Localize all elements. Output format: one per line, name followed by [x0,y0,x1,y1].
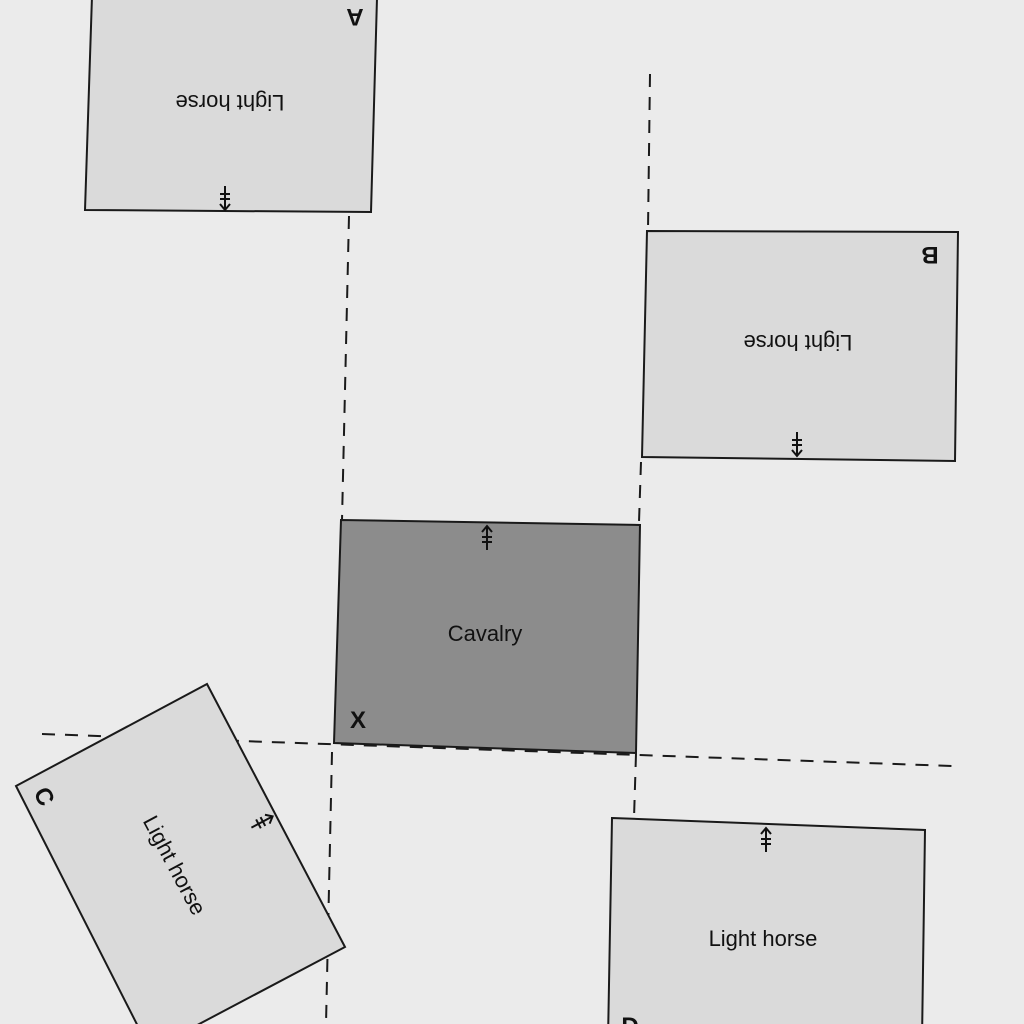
unit-x: Cavalry X [332,518,642,755]
unit-d: Light horse D [607,816,927,1024]
unit-a-label: Light horse [176,90,285,115]
guide-lines [41,73,953,1024]
unit-b-letter: B [921,241,938,268]
guide-line-x-left [325,751,333,1024]
unit-d-label: Light horse [709,926,818,951]
unit-d-letter: D [621,1013,638,1024]
guide-line-x-right [633,753,637,819]
unit-b: Light horse B [640,229,960,463]
guide-line-a [341,215,350,521]
unit-b-label: Light horse [744,330,853,355]
unit-a-letter: A [346,3,363,30]
unit-x-letter: X [350,707,366,734]
guide-line-b-bottom [638,461,642,523]
unit-a: Light horse A [83,0,378,214]
guide-line-b-top [647,73,651,231]
unit-x-label: Cavalry [448,621,523,646]
unit-c: Light horse C [14,682,347,1024]
